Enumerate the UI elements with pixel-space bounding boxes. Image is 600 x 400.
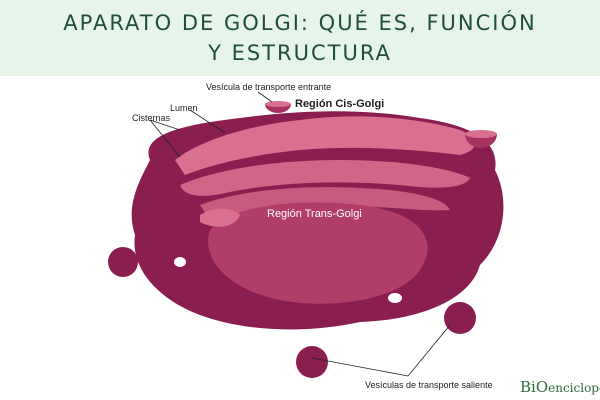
outgoing-vesicle-1 [444, 302, 476, 334]
incoming-vesicle-top [265, 101, 291, 107]
vesicle-left [108, 247, 138, 277]
vesicle-cut [200, 208, 240, 227]
trans-region [208, 202, 428, 304]
label-trans-golgi: Región Trans-Golgi [267, 208, 362, 220]
cisterna-2 [180, 160, 470, 196]
page-title: APARATO DE GOLGI: QUÉ ES, FUNCIÓN Y ESTR… [0, 8, 600, 68]
label-outgoing-vesicles: Vesículas de transporte saliente [365, 380, 493, 390]
title-line-1: APARATO DE GOLGI: QUÉ ES, FUNCIÓN [63, 11, 537, 35]
label-incoming-vesicle: Vesícula de transporte entrante [206, 82, 332, 92]
title-line-2: Y ESTRUCTURA [208, 41, 392, 65]
leader-lines [149, 91, 451, 377]
cisterna-top [175, 116, 475, 175]
label-lumen: Lumen [170, 103, 198, 113]
outgoing-vesicle-2 [296, 346, 328, 378]
bioenciclopedia-logo: BiOenciclopedia [520, 378, 600, 396]
label-cisternae: Cisternas [132, 113, 171, 123]
header: APARATO DE GOLGI: QUÉ ES, FUNCIÓN Y ESTR… [0, 0, 600, 76]
label-cis-golgi: Región Cis-Golgi [295, 98, 385, 110]
vesicle-right [465, 134, 497, 148]
